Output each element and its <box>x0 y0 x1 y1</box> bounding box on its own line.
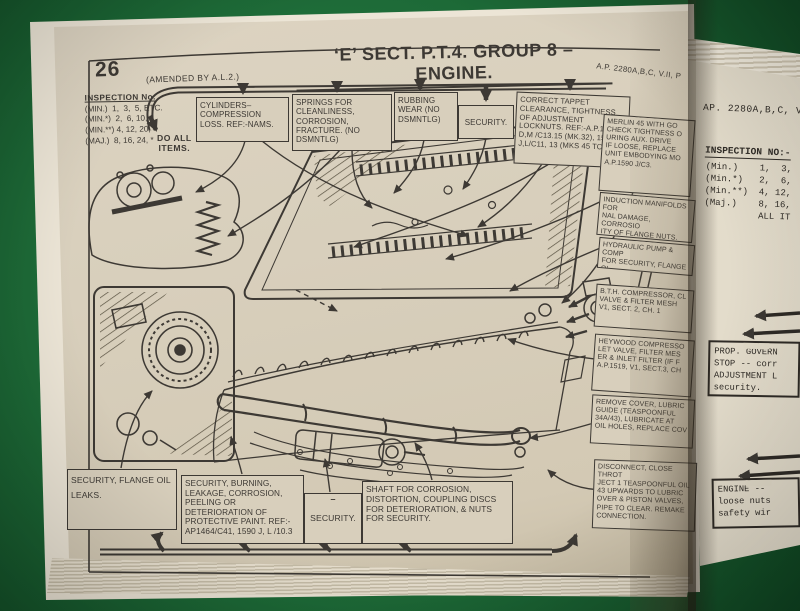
callout-number: 14 <box>319 494 347 504</box>
callout-text: REMOVE COVER, LUBRIC GUIDE (TEASPOONFUL … <box>594 398 688 435</box>
callout-text: HEYWOOD COMPRESSO LET VALVE, FILTER MES … <box>596 337 685 375</box>
callout-number: 4 <box>474 106 498 107</box>
callout-text: B.T.H. COMPRESSOR, CL VALVE & FILTER MES… <box>598 287 687 316</box>
inspection-legend: INSPECTION No. (MIN.) 1, 3, 5, ETC. (MIN… <box>85 92 164 147</box>
box-text: PROP. GOVERN STOP -- corr ADJUSTMENT L s… <box>713 346 778 393</box>
callout-text: SECURITY, FLANGE OIL LEAKS. <box>71 475 171 500</box>
inspection-row: (MAJ.) 8, 16, 24, * <box>85 135 154 146</box>
right-page-box-4: 4PROP. GOVERN STOP -- corr ADJUSTMENT L … <box>707 340 800 398</box>
callout-box-11: 11REMOVE COVER, LUBRIC GUIDE (TEASPOONFU… <box>589 394 696 449</box>
callout-number: 2 <box>330 95 354 96</box>
callout-box-2: 2SPRINGS FOR CLEANLINESS, CORROSION, FRA… <box>292 94 392 151</box>
callout-box-9: 9B.T.H. COMPRESSOR, CL VALVE & FILTER ME… <box>593 283 695 334</box>
callout-box-4: 4SECURITY. <box>458 105 514 139</box>
prop-hub-inset <box>93 286 235 462</box>
callout-box-6: 6MERLIN 45 WITH GO CHECK TIGHTNESS O URI… <box>598 113 696 198</box>
inspection-row: (MIN.**) 4, 12, 20, * <box>85 124 157 135</box>
callout-text: RUBBING WEAR (NO DSMNTLG) <box>398 96 441 124</box>
callout-number: 1 <box>230 98 255 99</box>
box-number: 4 <box>743 340 771 349</box>
right-page-arrows <box>738 309 800 482</box>
rocker-inset <box>88 164 244 270</box>
top-conduit <box>146 79 607 132</box>
callout-number: 3 <box>414 93 438 94</box>
callout-text: INDUCTION MANIFOLDS FOR NAL DAMAGE, CORR… <box>600 196 687 243</box>
callout-box-10: 10HEYWOOD COMPRESSO LET VALVE, FILTER ME… <box>591 333 695 398</box>
callout-box-7: 7INDUCTION MANIFOLDS FOR NAL DAMAGE, COR… <box>596 191 696 244</box>
right-page-box-8: 8ENGINE -- loose nuts safety wir <box>711 477 800 529</box>
callout-text: SECURITY. <box>464 117 508 127</box>
engine-block <box>212 321 586 487</box>
do-all-items-note: DO ALL ITEMS. <box>157 133 192 153</box>
callout-text: DISCONNECT, CLOSE THROT JECT 1 TEASPOONF… <box>596 463 690 521</box>
box-text: ENGINE -- loose nuts safety wir <box>717 483 772 519</box>
callout-box-3: 3RUBBING WEAR (NO DSMNTLG) <box>394 92 458 141</box>
callout-number: 13 <box>422 482 453 483</box>
callout-text: MERLIN 45 WITH GO CHECK TIGHTNESS O URIN… <box>604 118 683 169</box>
callout-box-12: 12DISCONNECT, CLOSE THROT JECT 1 TEASPOO… <box>591 459 698 532</box>
callout-text: SHAFT FOR CORROSION, DISTORTION, COUPLIN… <box>366 484 497 524</box>
callout-box-16: 16SECURITY, FLANGE OIL LEAKS. <box>67 469 177 530</box>
right-page-all-items: ALL IT <box>757 211 791 223</box>
callout-box-1: 1CYLINDERS–COMPRESSION LOSS. REF:-NAMS. <box>196 97 289 142</box>
leader-lines <box>120 109 649 493</box>
callout-text: SECURITY. <box>310 513 356 524</box>
callout-number: 15 <box>227 476 258 477</box>
page-number: 26 <box>94 57 121 82</box>
callout-text: SECURITY, BURNING, LEAKAGE, CORROSION, P… <box>185 479 293 536</box>
page-title: ‘E’ SECT. P.T.4. GROUP 8 – ENGINE. <box>295 38 613 92</box>
callout-number: 16 <box>107 470 137 471</box>
callout-box-13: 13SHAFT FOR CORROSION, DISTORTION, COUPL… <box>362 481 513 544</box>
box-number: 8 <box>745 477 772 486</box>
callout-text: SPRINGS FOR CLEANLINESS, CORROSION, FRAC… <box>296 98 360 145</box>
callout-box-15: 15SECURITY, BURNING, LEAKAGE, CORROSION,… <box>181 475 304 544</box>
callout-text: CYLINDERS–COMPRESSION LOSS. REF:-NAMS. <box>200 101 274 129</box>
bottom-conduit <box>100 531 578 556</box>
callout-box-14: 14SECURITY. <box>304 493 362 544</box>
right-page-inspection-rows: (Min.) 1, 3, (Min.*) 2, 6, (Min.**) 4, 1… <box>704 161 792 213</box>
